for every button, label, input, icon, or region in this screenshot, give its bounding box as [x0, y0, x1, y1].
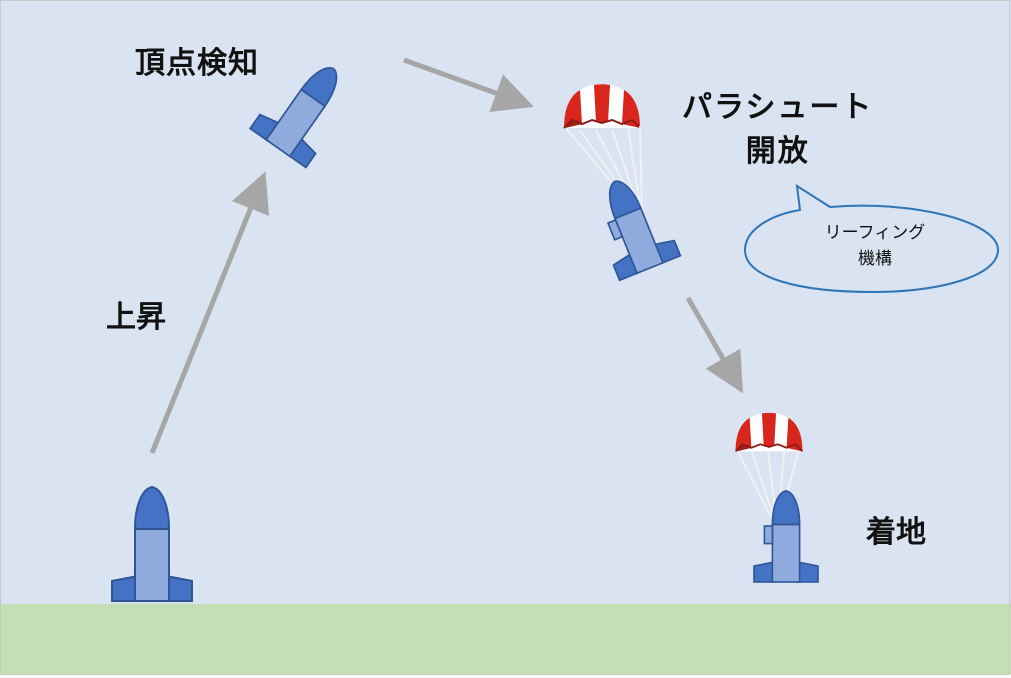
parachute-open-icon — [563, 83, 682, 282]
landing-label: 着地 — [866, 515, 926, 550]
parachute-label-line1: パラシュート — [682, 90, 874, 125]
parachute-label-line2: 開放 — [745, 134, 810, 169]
apex-detection-label: 頂点検知 — [135, 46, 259, 81]
arrow-apex-to-parachute — [403, 57, 534, 113]
ascent-label: 上昇 — [106, 300, 166, 335]
reefing-line2: 機構 — [858, 249, 892, 269]
parachute-open-label: パラシュート 開放 — [682, 86, 873, 174]
reefing-mechanism-label: リーフィング 機構 — [780, 220, 970, 272]
ground — [0, 604, 1011, 674]
reefing-callout-bubble — [743, 184, 1000, 294]
reefing-line1: リーフィング — [824, 223, 926, 243]
arrow-parachute-to-landing — [685, 296, 743, 394]
arrow-launch-to-apex — [149, 171, 270, 454]
parachute-landing-icon — [734, 411, 819, 583]
